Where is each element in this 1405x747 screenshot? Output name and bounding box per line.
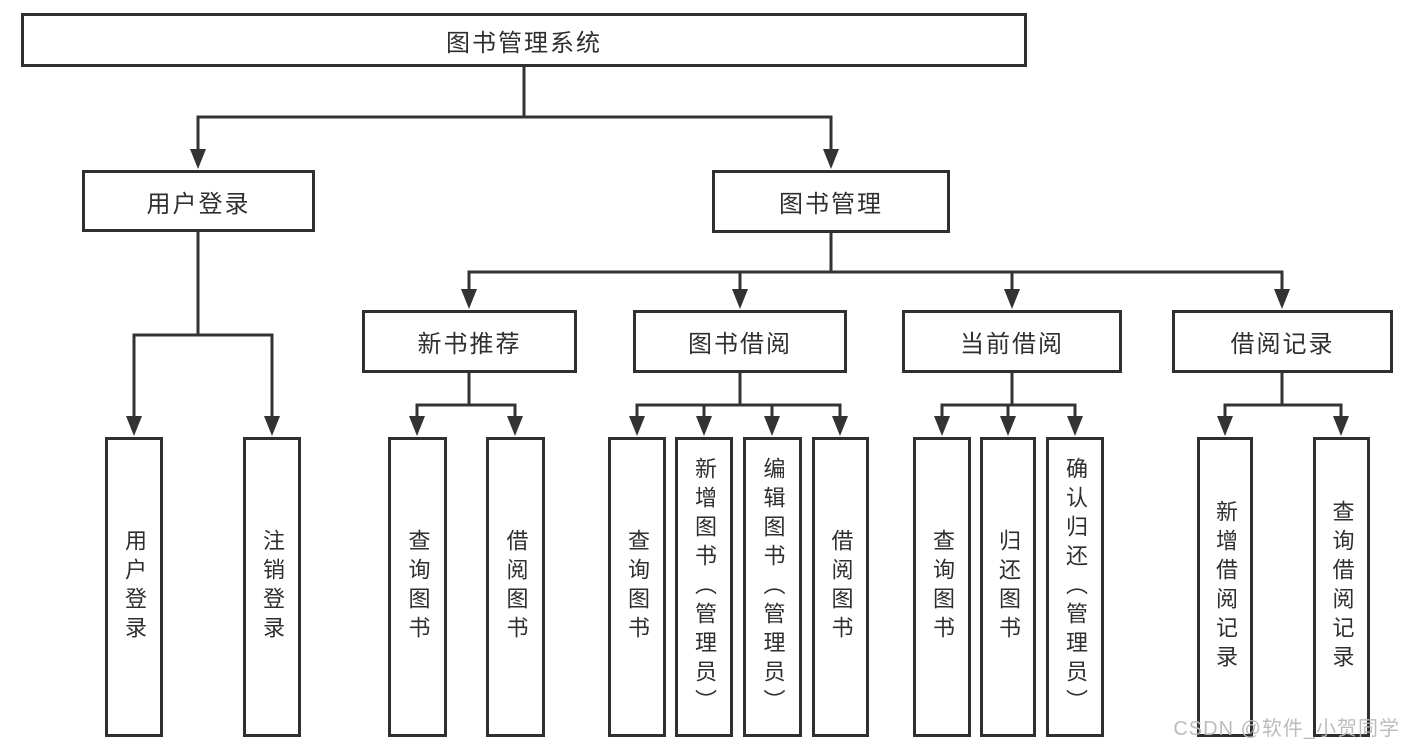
node-leaf-user-login: 用户登录 [105,437,163,737]
node-current-borrow-label: 当前借阅 [960,331,1064,358]
node-leaf-newbook-borrow-books-label: 借阅图书 [503,529,529,645]
node-new-book-recommend: 新书推荐 [362,310,577,373]
node-book-borrow: 图书借阅 [633,310,847,373]
node-leaf-logout: 注销登录 [243,437,301,737]
node-new-book-recommend-label: 新书推荐 [417,331,522,358]
node-leaf-borrow-add-books-admin: 新增图书（管理员） [675,437,733,737]
node-leaf-borrow-query-books-label: 查询图书 [625,529,650,645]
node-current-borrow: 当前借阅 [902,310,1122,373]
node-book-management-branch-label: 图书管理 [779,191,883,218]
node-leaf-newbook-query-books: 查询图书 [388,437,447,737]
node-leaf-newbook-borrow-books: 借阅图书 [486,437,545,737]
node-leaf-logout-label: 注销登录 [260,529,285,645]
node-book-borrow-label: 图书借阅 [688,331,792,358]
node-leaf-records-query-record-label: 查询借阅记录 [1329,500,1355,674]
node-leaf-current-confirm-return-admin: 确认归还（管理员） [1046,437,1104,737]
node-leaf-borrow-edit-books-admin-label: 编辑图书（管理员） [760,456,786,718]
node-leaf-records-add-record: 新增借阅记录 [1197,437,1253,737]
node-leaf-user-login-label: 用户登录 [122,529,147,645]
node-leaf-newbook-query-books-label: 查询图书 [405,529,431,645]
node-leaf-borrow-borrow-books: 借阅图书 [812,437,869,737]
node-leaf-current-return-books-label: 归还图书 [996,529,1021,645]
node-leaf-current-query-books-label: 查询图书 [930,529,955,645]
node-book-management-branch: 图书管理 [712,170,950,233]
node-user-login-branch-label: 用户登录 [146,190,251,218]
watermark: CSDN @软件_小贺同学 [1173,718,1400,740]
node-leaf-records-add-record-label: 新增借阅记录 [1213,500,1238,674]
node-leaf-borrow-edit-books-admin: 编辑图书（管理员） [743,437,802,737]
node-leaf-records-query-record: 查询借阅记录 [1313,437,1370,737]
node-leaf-borrow-add-books-admin-label: 新增图书（管理员） [692,456,717,718]
node-system-root: 图书管理系统 [21,13,1027,67]
node-leaf-current-return-books: 归还图书 [980,437,1036,737]
node-borrow-records-label: 借阅记录 [1230,331,1335,358]
node-borrow-records: 借阅记录 [1172,310,1393,373]
node-leaf-borrow-borrow-books-label: 借阅图书 [828,529,854,645]
node-system-root-label: 图书管理系统 [446,29,602,57]
node-user-login-branch: 用户登录 [82,170,315,232]
node-leaf-borrow-query-books: 查询图书 [608,437,666,737]
node-leaf-current-confirm-return-admin-label: 确认归还（管理员） [1063,456,1088,718]
node-leaf-current-query-books: 查询图书 [913,437,971,737]
